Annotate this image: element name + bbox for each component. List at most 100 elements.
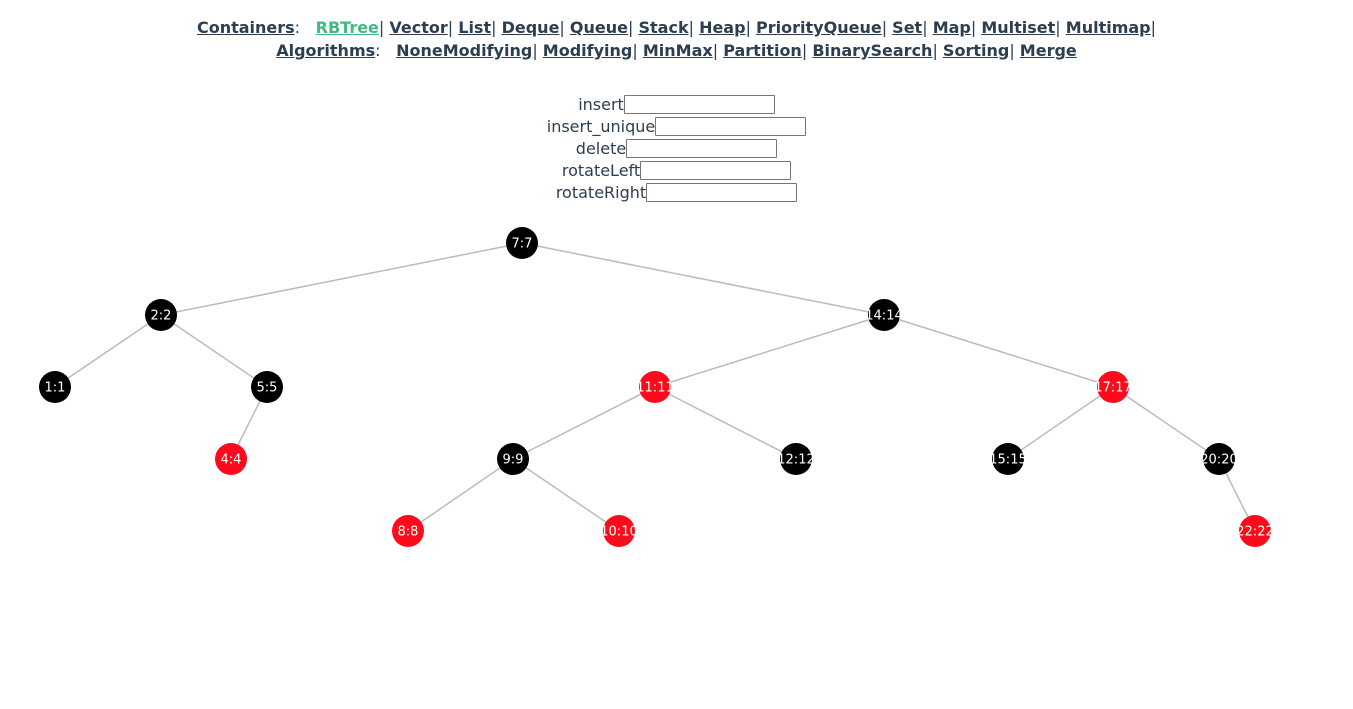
tree-node-15[interactable]: 15:15 bbox=[989, 443, 1027, 475]
nav-separator: | bbox=[970, 18, 982, 37]
tree-node-label: 7:7 bbox=[512, 237, 533, 252]
op-row-rotate-right: rotateRight bbox=[0, 182, 1353, 204]
tree-node-8[interactable]: 8:8 bbox=[392, 515, 424, 547]
tree-nodes: 7:7 2:2 14:14 1:1 5:5 4:4 11:11 17:17 9:9 12:12 8:… bbox=[39, 227, 1274, 547]
nav-link-stack[interactable]: Stack bbox=[638, 18, 689, 37]
nav-link-modifying[interactable]: Modifying bbox=[542, 41, 633, 60]
tree-node-label: 1:1 bbox=[45, 381, 66, 396]
insert-label: insert bbox=[578, 95, 624, 114]
nav-link-heap[interactable]: Heap bbox=[699, 18, 746, 37]
nav-link-list[interactable]: List bbox=[458, 18, 492, 37]
tree-node-circle bbox=[1203, 443, 1235, 475]
tree-node-2[interactable]: 2:2 bbox=[145, 299, 177, 331]
tree-edge bbox=[160, 242, 523, 316]
tree-node-9[interactable]: 9:9 bbox=[497, 443, 529, 475]
nav-link-partition[interactable]: Partition bbox=[723, 41, 802, 60]
rotate-left-input[interactable] bbox=[640, 161, 792, 180]
tree-node-label: 22:22 bbox=[1236, 525, 1273, 540]
tree-node-label: 17:17 bbox=[1094, 381, 1131, 396]
tree-edge bbox=[407, 458, 514, 532]
tree-node-label: 15:15 bbox=[989, 453, 1026, 468]
algorithms-colon: : bbox=[375, 41, 381, 60]
tree-node-circle bbox=[1097, 371, 1129, 403]
nav-separator: | bbox=[447, 18, 459, 37]
nav-link-multiset[interactable]: Multiset bbox=[981, 18, 1056, 37]
nav-link-nonemodifying[interactable]: NoneModifying bbox=[396, 41, 533, 60]
nav-separator: | bbox=[881, 18, 893, 37]
tree-edge bbox=[512, 386, 656, 460]
rotate-right-input[interactable] bbox=[646, 183, 798, 202]
nav-link-map[interactable]: Map bbox=[932, 18, 971, 37]
tree-node-circle bbox=[39, 371, 71, 403]
nav-separator: | bbox=[378, 18, 390, 37]
rotate-right-label: rotateRight bbox=[555, 183, 647, 202]
nav-separator: | bbox=[1150, 18, 1157, 37]
tree-node-11[interactable]: 11:11 bbox=[636, 371, 674, 403]
tree-edge bbox=[883, 314, 1114, 388]
insert-input[interactable] bbox=[623, 95, 775, 114]
tree-node-label: 14:14 bbox=[865, 309, 902, 324]
insert-unique-label: insert_unique bbox=[546, 117, 656, 136]
tree-node-10[interactable]: 10:10 bbox=[600, 515, 638, 547]
tree-node-label: 11:11 bbox=[636, 381, 673, 396]
nav-link-sorting[interactable]: Sorting bbox=[942, 41, 1010, 60]
tree-node-12[interactable]: 12:12 bbox=[777, 443, 815, 475]
tree-node-label: 10:10 bbox=[600, 525, 637, 540]
nav-link-rbtree[interactable]: RBTree bbox=[315, 18, 379, 37]
nav-separator: | bbox=[712, 41, 724, 60]
containers-nav: Containers: RBTree| Vector| List| Deque|… bbox=[0, 18, 1353, 37]
nav-link-deque[interactable]: Deque bbox=[501, 18, 560, 37]
nav-link-binarysearch[interactable]: BinarySearch bbox=[812, 41, 933, 60]
nav-separator: | bbox=[932, 41, 943, 60]
nav-link-multimap[interactable]: Multimap bbox=[1065, 18, 1151, 37]
tree-node-7[interactable]: 7:7 bbox=[506, 227, 538, 259]
tree-node-label: 2:2 bbox=[151, 309, 172, 324]
tree-node-circle bbox=[215, 443, 247, 475]
nav-separator: | bbox=[559, 18, 570, 37]
tree-node-5[interactable]: 5:5 bbox=[251, 371, 283, 403]
op-row-insert-unique: insert_unique bbox=[0, 116, 1353, 138]
nav-separator: | bbox=[491, 18, 502, 37]
tree-node-circle bbox=[145, 299, 177, 331]
tree-edge bbox=[654, 314, 885, 388]
nav-link-queue[interactable]: Queue bbox=[569, 18, 628, 37]
tree-edge bbox=[1007, 386, 1114, 460]
tree-node-22[interactable]: 22:22 bbox=[1236, 515, 1274, 547]
nav-separator: | bbox=[801, 41, 813, 60]
algorithms-nav: Algorithms: NoneModifying| Modifying| Mi… bbox=[0, 41, 1353, 60]
delete-input[interactable] bbox=[626, 139, 778, 158]
tree-node-circle bbox=[639, 371, 671, 403]
tree-node-label: 20:20 bbox=[1200, 453, 1237, 468]
tree-node-4[interactable]: 4:4 bbox=[215, 443, 247, 475]
tree-edge bbox=[521, 242, 885, 316]
nav-separator: | bbox=[1055, 18, 1066, 37]
nav-separator: | bbox=[922, 18, 933, 37]
tree-node-1[interactable]: 1:1 bbox=[39, 371, 71, 403]
tree-node-20[interactable]: 20:20 bbox=[1200, 443, 1238, 475]
nav-link-merge[interactable]: Merge bbox=[1019, 41, 1077, 60]
containers-colon: : bbox=[294, 18, 301, 37]
containers-heading: Containers bbox=[196, 18, 295, 37]
nav-link-minmax[interactable]: MinMax bbox=[642, 41, 713, 60]
nav-link-priorityqueue[interactable]: PriorityQueue bbox=[756, 18, 882, 37]
tree-node-label: 8:8 bbox=[398, 525, 419, 540]
nav-separator: | bbox=[628, 18, 639, 37]
tree-edge bbox=[54, 314, 162, 388]
tree-node-circle bbox=[506, 227, 538, 259]
tree-node-circle bbox=[868, 299, 900, 331]
nav-link-vector[interactable]: Vector bbox=[389, 18, 448, 37]
tree-edges bbox=[54, 242, 1256, 532]
tree-node-label: 4:4 bbox=[221, 453, 242, 468]
insert-unique-input[interactable] bbox=[655, 117, 807, 136]
tree-node-17[interactable]: 17:17 bbox=[1094, 371, 1132, 403]
nav-separator: | bbox=[688, 18, 700, 37]
op-row-insert: insert bbox=[0, 94, 1353, 116]
tree-node-circle bbox=[603, 515, 635, 547]
tree-node-circle bbox=[392, 515, 424, 547]
delete-label: delete bbox=[575, 139, 627, 158]
tree-edge bbox=[1112, 386, 1220, 460]
tree-node-14[interactable]: 14:14 bbox=[865, 299, 903, 331]
nav-link-set[interactable]: Set bbox=[892, 18, 923, 37]
nav-separator: | bbox=[532, 41, 543, 60]
